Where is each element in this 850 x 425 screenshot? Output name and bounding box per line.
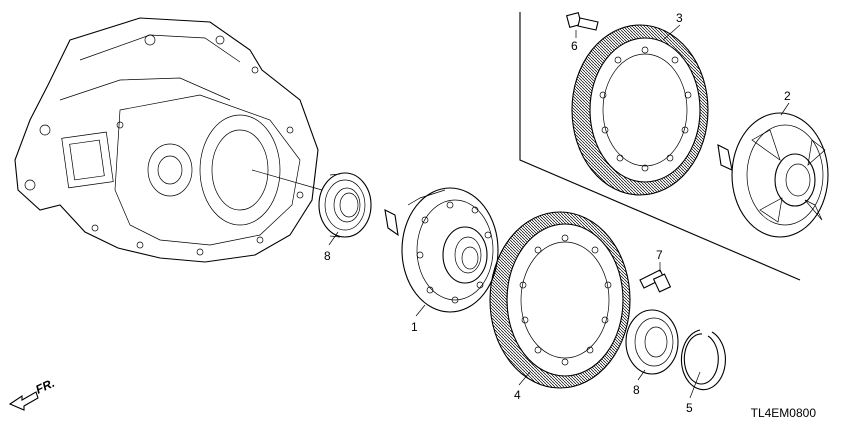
gear-bolt-upper bbox=[565, 11, 599, 31]
differential-case bbox=[384, 187, 499, 313]
final-driven-gear-boxed bbox=[571, 24, 709, 196]
callout-4: 4 bbox=[514, 388, 521, 402]
ball-bearing-left bbox=[318, 172, 372, 238]
gear-bolt-lower bbox=[639, 269, 672, 293]
diagram-code: TL4EM0800 bbox=[750, 406, 816, 420]
front-arrow-icon: FR. bbox=[8, 376, 57, 411]
callout-6: 6 bbox=[571, 39, 578, 53]
final-driven-gear bbox=[489, 211, 631, 389]
snap-ring bbox=[680, 329, 726, 391]
front-label: FR. bbox=[33, 376, 56, 397]
callout-7: 7 bbox=[656, 248, 663, 262]
ball-bearing-right bbox=[625, 309, 679, 375]
leader-case-bearing bbox=[251, 169, 323, 191]
callout-1: 1 bbox=[411, 320, 418, 334]
callout-5: 5 bbox=[686, 401, 693, 415]
transmission-case bbox=[14, 17, 319, 263]
callout-8-left: 8 bbox=[324, 249, 331, 263]
callout-8-right: 8 bbox=[633, 383, 640, 397]
callout-leaders bbox=[328, 24, 790, 399]
assembly-box bbox=[519, 12, 801, 281]
differential-assembly bbox=[717, 112, 829, 238]
callout-3: 3 bbox=[676, 11, 683, 25]
callout-2: 2 bbox=[784, 89, 791, 103]
